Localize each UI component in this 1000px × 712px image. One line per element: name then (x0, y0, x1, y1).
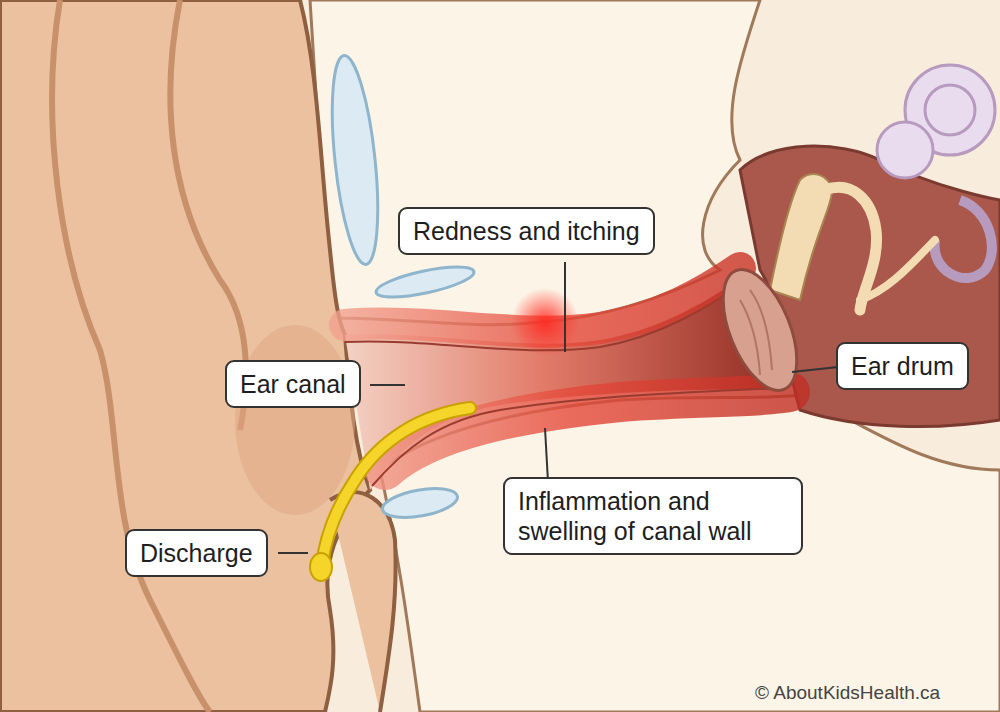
callout-box: Redness and itching (398, 207, 655, 255)
callout-text: Ear drum (851, 351, 954, 381)
callout-text: Discharge (140, 538, 253, 568)
callout-text: Inflammation and swelling of canal wall (518, 486, 788, 546)
callout-box: Ear canal (225, 360, 361, 408)
copyright-note: © AboutKidsHealth.ca (755, 682, 940, 704)
callout-text: Redness and itching (413, 216, 640, 246)
callout-text: Ear canal (240, 369, 346, 399)
callout-box: Inflammation and swelling of canal wall (503, 477, 803, 555)
callout-box: Discharge (125, 529, 268, 577)
callout-box: Ear drum (836, 342, 969, 390)
